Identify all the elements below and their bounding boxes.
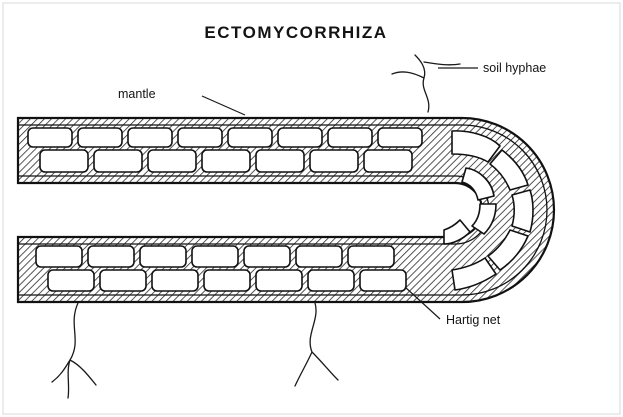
- cortical-cell: [48, 270, 94, 291]
- cortical-cell: [244, 246, 290, 267]
- cortical-cell: [328, 128, 372, 147]
- cortical-cell: [40, 150, 88, 172]
- cortical-cell: [28, 128, 72, 147]
- cortical-cell: [310, 150, 358, 172]
- cortical-cell: [148, 150, 196, 172]
- cortical-cell: [228, 128, 272, 147]
- cortical-cell: [100, 270, 146, 291]
- cortical-cell: [78, 128, 122, 147]
- cortical-cell: [278, 128, 322, 147]
- cortical-cell: [364, 150, 412, 172]
- cortical-cell: [378, 128, 422, 147]
- soil-hyphae-label: soil hyphae: [483, 61, 546, 75]
- cortical-cell: [308, 270, 354, 291]
- cortical-cell: [202, 150, 250, 172]
- cortical-cell: [178, 128, 222, 147]
- cortical-cell: [152, 270, 198, 291]
- cortical-cell: [140, 246, 186, 267]
- cortical-cell: [256, 150, 304, 172]
- cortical-cell: [204, 270, 250, 291]
- hartig-net-label: Hartig net: [446, 313, 501, 327]
- cortical-cell: [94, 150, 142, 172]
- mantle-label: mantle: [118, 87, 156, 101]
- cortical-cell: [296, 246, 342, 267]
- cortical-cell: [512, 190, 533, 232]
- cortical-cell: [192, 246, 238, 267]
- cortical-cell: [348, 246, 394, 267]
- cortical-cell: [36, 246, 82, 267]
- cortical-cell: [128, 128, 172, 147]
- diagram-title: ECTOMYCORRHIZA: [204, 23, 387, 42]
- cortical-cell: [88, 246, 134, 267]
- cortical-cell: [256, 270, 302, 291]
- cortical-cell: [360, 270, 406, 291]
